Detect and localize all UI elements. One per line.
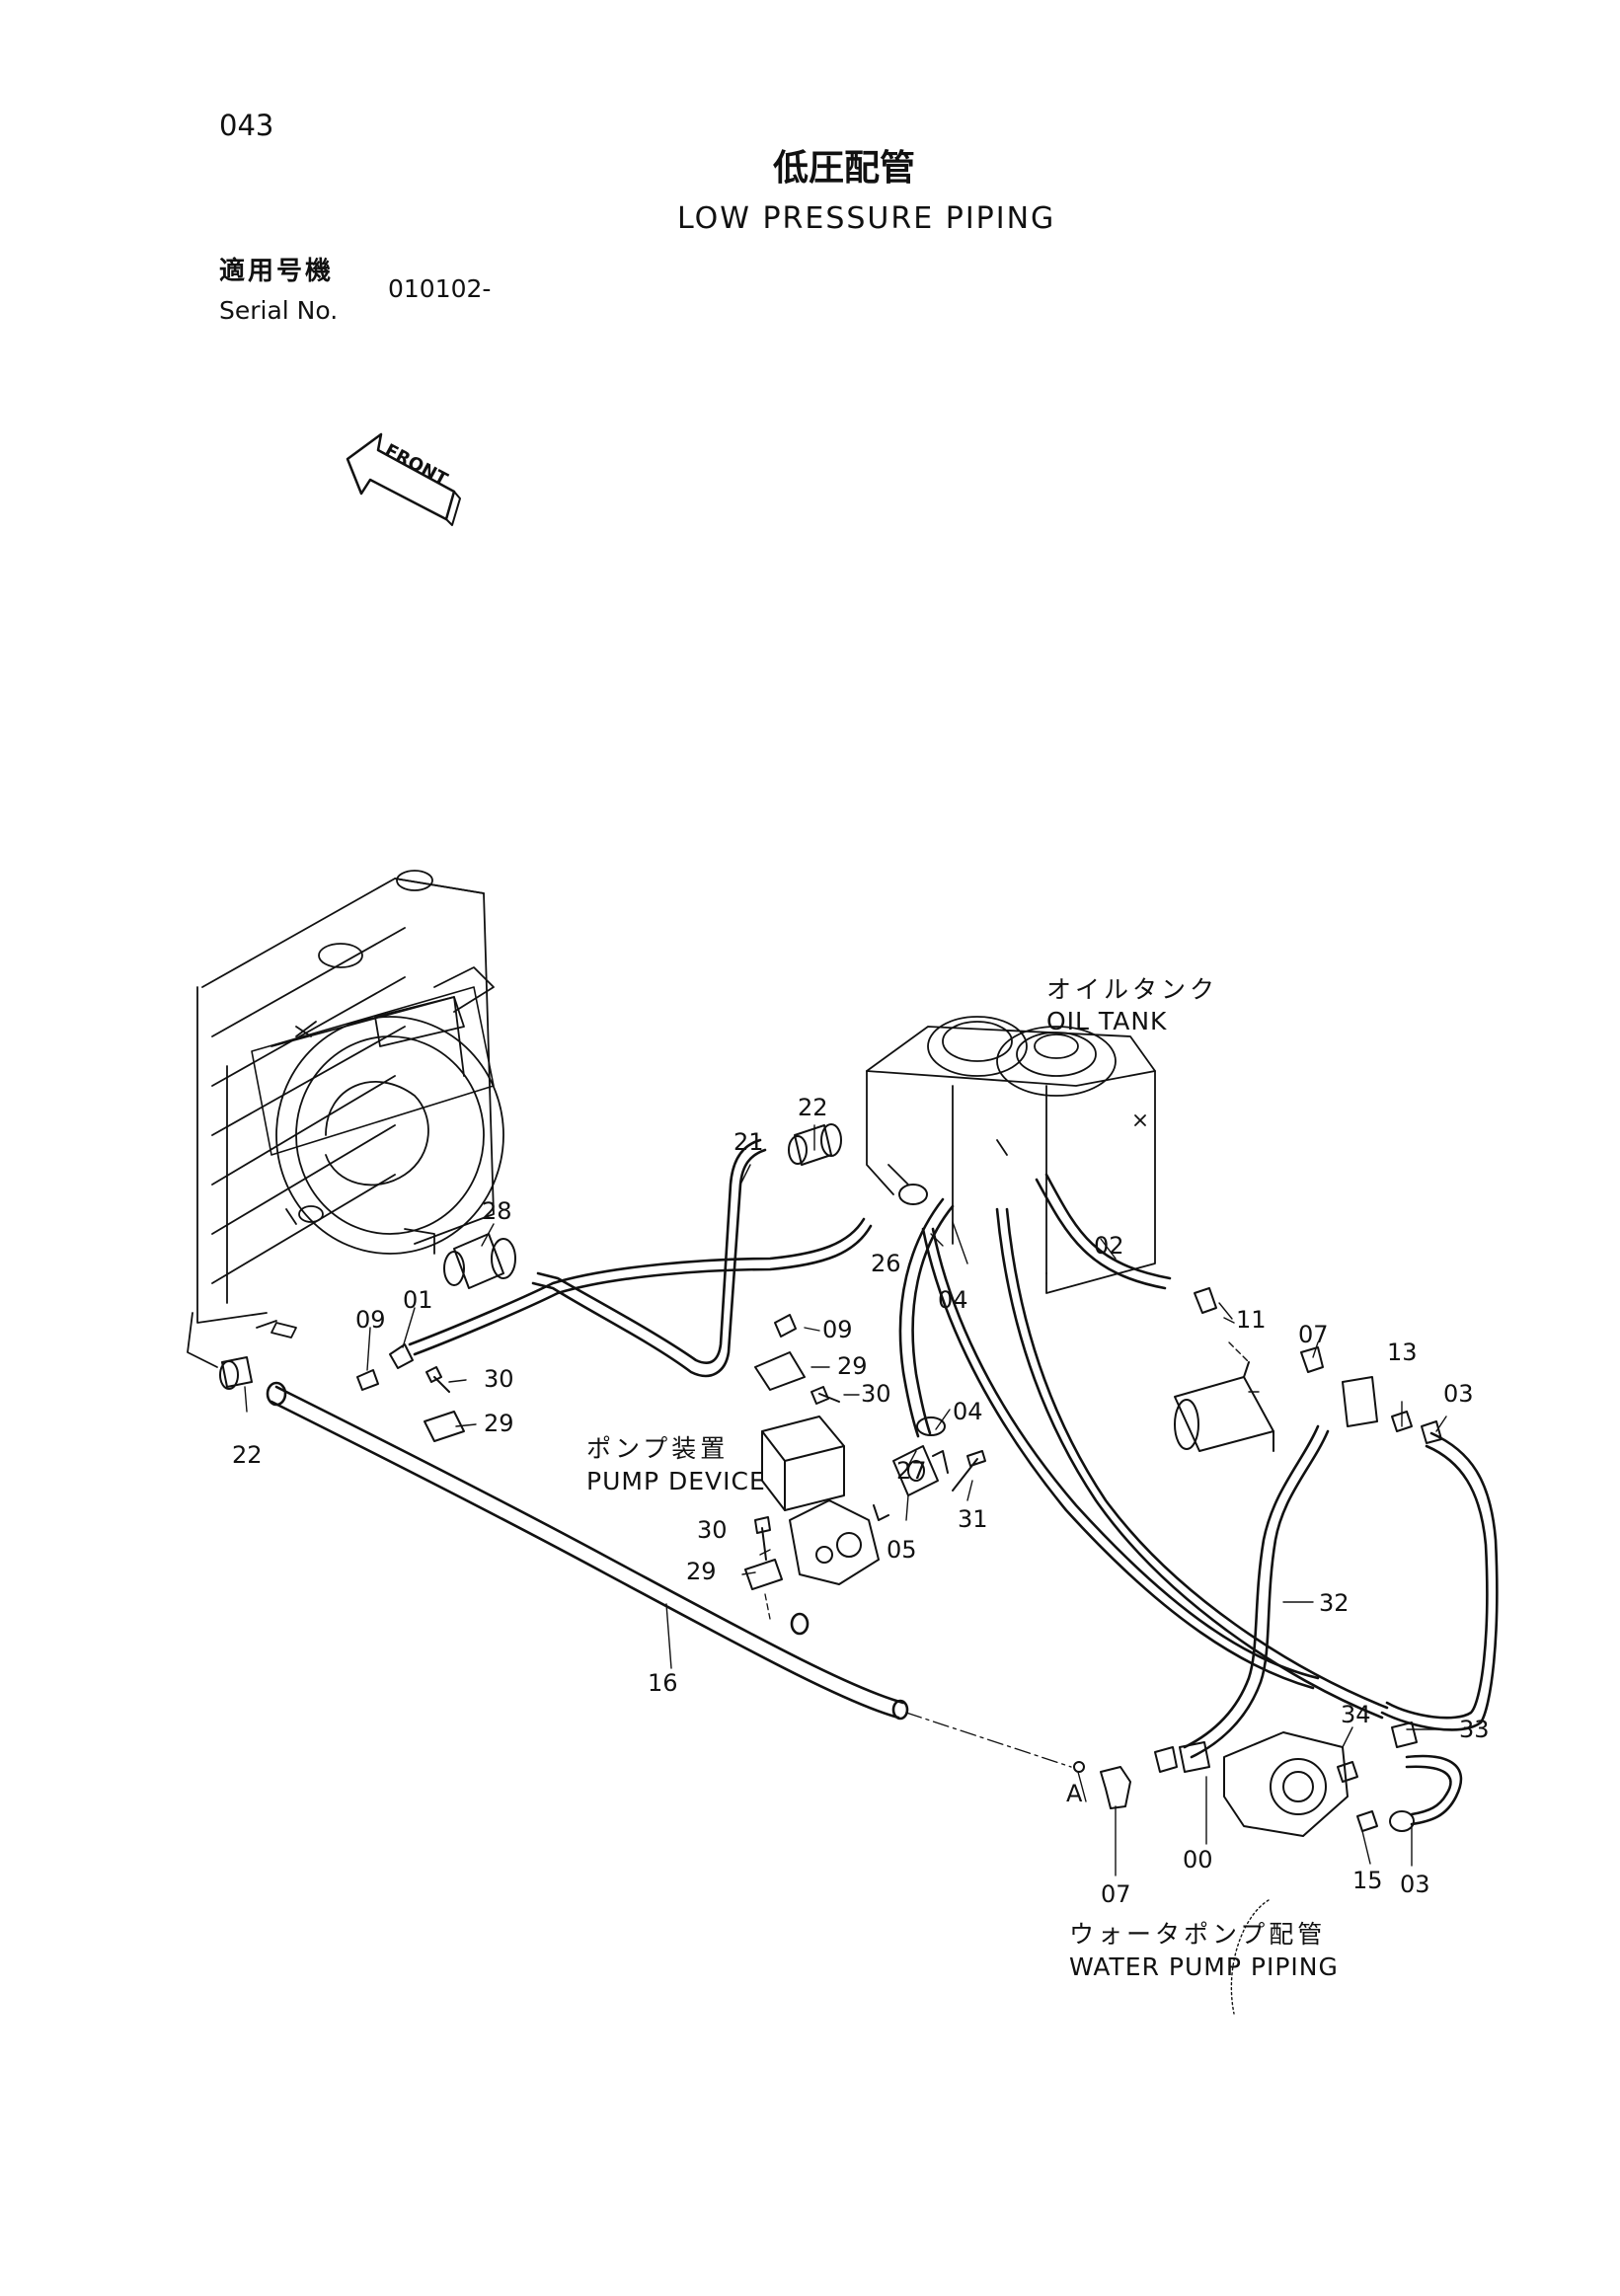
part-callout: 29 xyxy=(686,1558,717,1585)
part-callout: 09 xyxy=(822,1316,853,1343)
fittings xyxy=(219,1123,1442,1837)
part-callout: 04 xyxy=(953,1398,983,1425)
part-callout: 03 xyxy=(1443,1380,1474,1408)
part-callout: 03 xyxy=(1400,1871,1430,1898)
hose-lines xyxy=(266,1138,1499,1826)
water-pump-piping-label: WATER PUMP PIPING xyxy=(1069,1952,1339,1981)
part-callout: 21 xyxy=(733,1128,764,1156)
oil-tank-drawing xyxy=(866,1016,1156,1294)
serial-number-value: 010102- xyxy=(388,274,492,303)
part-callout: 32 xyxy=(1319,1589,1350,1617)
part-callout: 09 xyxy=(355,1306,386,1334)
page-number: 043 xyxy=(219,109,274,142)
water-pump-piping-label-japanese: ウォータポンプ配管 xyxy=(1069,1920,1327,1949)
part-callout: 34 xyxy=(1341,1701,1371,1728)
part-callout: 16 xyxy=(648,1669,678,1697)
pump-device-label: PUMP DEVICE xyxy=(586,1467,766,1495)
part-callout: 27 xyxy=(896,1457,927,1485)
part-callout: 00 xyxy=(1183,1846,1213,1874)
serial-label-japanese: 適用号機 xyxy=(219,257,335,286)
serial-label: Serial No. xyxy=(219,296,339,325)
view-a-label: A xyxy=(1066,1780,1083,1807)
part-callout: 15 xyxy=(1352,1867,1383,1894)
page-title-japanese: 低圧配管 xyxy=(773,148,916,189)
pump-device-label-japanese: ポンプ装置 xyxy=(586,1434,730,1463)
part-callout: 33 xyxy=(1459,1716,1490,1743)
part-callout: 01 xyxy=(403,1286,433,1314)
part-callout: 30 xyxy=(861,1380,891,1408)
part-callout: 07 xyxy=(1298,1321,1329,1348)
part-callout: 05 xyxy=(887,1536,917,1564)
part-callout: 31 xyxy=(958,1505,988,1533)
leader-lines xyxy=(244,1124,1452,2015)
connector-line-a xyxy=(905,1712,1072,1768)
part-callout: 11 xyxy=(1236,1306,1267,1334)
oil-tank-label-japanese: オイルタンク xyxy=(1046,975,1219,1004)
part-callout: 26 xyxy=(871,1250,901,1277)
part-callout: 28 xyxy=(482,1197,512,1225)
part-callout: 02 xyxy=(1094,1232,1124,1260)
part-callout: 29 xyxy=(837,1352,868,1380)
part-callout: 04 xyxy=(938,1286,968,1314)
leader-line xyxy=(764,1593,771,1620)
part-callout: 13 xyxy=(1387,1339,1418,1366)
oil-tank-label: OIL TANK xyxy=(1046,1007,1168,1035)
page-title: LOW PRESSURE PIPING xyxy=(677,201,1056,236)
radiator-drawing xyxy=(187,870,504,1368)
part-callout: 29 xyxy=(484,1410,514,1437)
part-callout: 30 xyxy=(697,1516,728,1544)
part-callout: 22 xyxy=(232,1441,263,1469)
front-arrow-icon: FRONT xyxy=(346,432,461,526)
part-callout: 22 xyxy=(798,1094,828,1121)
part-callout: 07 xyxy=(1101,1880,1131,1908)
part-callout: 30 xyxy=(484,1365,514,1393)
